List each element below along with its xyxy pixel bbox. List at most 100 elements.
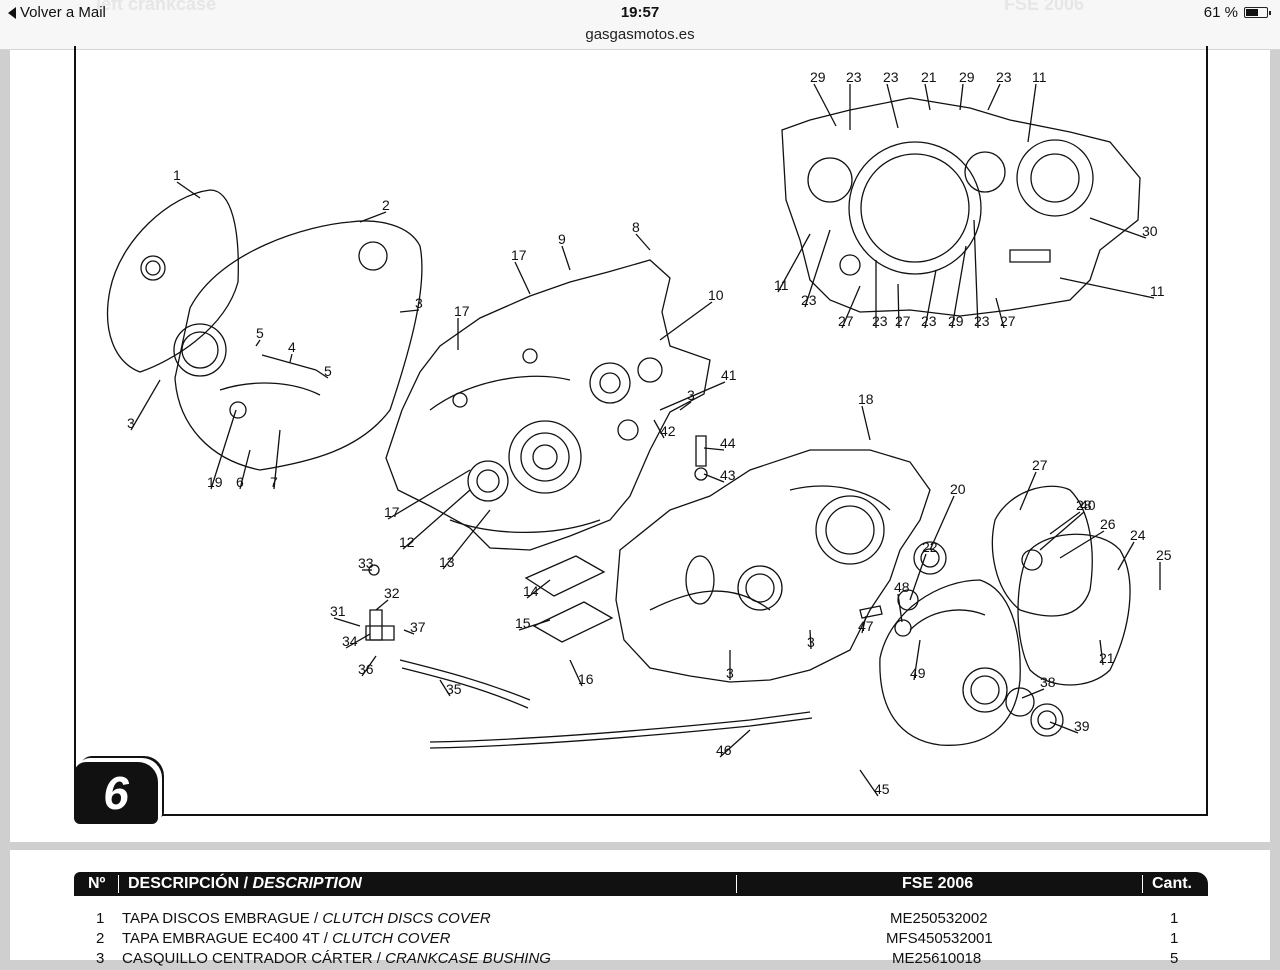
callout-27: 27 [838,313,854,329]
callout-leader-line [1027,83,1037,143]
row-qty: 1 [1170,910,1179,927]
callout-leader-line [1089,217,1147,239]
callout-29: 29 [959,69,975,85]
callout-leader-line [387,469,471,520]
callout-leader-line [987,83,1001,111]
callout-18: 18 [858,391,874,407]
callout-leader-line [924,83,931,111]
callout-17: 17 [511,247,527,263]
callout-3: 3 [726,665,734,681]
callout-leader-line [289,353,293,363]
table-row: 1 TAPA DISCOS EMBRAGUE / CLUTCH DISCS CO… [74,910,1208,930]
callout-leader-line [402,489,471,550]
callout-17: 17 [384,504,400,520]
callout-16: 16 [578,671,594,687]
row-desc-en: CLUTCH DISCS COVER [322,910,491,927]
callout-47: 47 [858,618,874,634]
callout-36: 36 [358,661,374,677]
callout-leader-line [315,369,329,379]
row-description: TAPA EMBRAGUE EC400 4T / CLUTCH COVER [122,930,450,947]
callout-33: 33 [358,555,374,571]
callout-3: 3 [127,415,135,431]
back-to-mail-button[interactable]: Volver a Mail [8,4,106,21]
callout-29: 29 [948,313,964,329]
callout-45: 45 [874,781,890,797]
parts-table-page: Nº DESCRIPCIÓN / DESCRIPTION FSE 2006 Ca… [10,850,1270,967]
left-crankcase [385,259,711,551]
callout-leader-line [777,233,811,293]
callout-leader-line [951,245,967,329]
callout-leader-line [897,283,900,329]
callout-24: 24 [1130,527,1146,543]
header-model: FSE 2006 [902,875,974,892]
callout-leader-line [399,309,420,313]
callout-2: 2 [382,197,390,213]
callout-11: 11 [1032,69,1047,85]
callout-25: 25 [1156,547,1172,563]
page-number-badge: 6 [74,762,158,824]
oil-seal-20 [913,541,947,575]
callout-leader-line [239,449,251,490]
callout-leader-line [703,473,725,483]
callout-3: 3 [415,295,423,311]
callout-30: 30 [1142,223,1158,239]
callout-23: 23 [996,69,1012,85]
callout-6: 6 [236,474,244,490]
address-bar-url[interactable]: gasgasmotos.es [585,26,695,43]
row-no: 3 [96,950,105,967]
seal-22 [897,589,919,611]
callout-3: 3 [807,634,815,650]
battery-icon [1244,7,1271,18]
callout-5: 5 [256,325,264,341]
callout-39: 39 [1074,718,1090,734]
table-row: 3 CASQUILLO CENTRADOR CÁRTER / CRANKCASE… [74,950,1208,970]
callout-10: 10 [708,287,724,303]
callout-40: 40 [1080,497,1096,513]
callout-leader-line [273,429,281,490]
ignition-cover [879,579,1021,746]
cable-46 [429,711,811,743]
hose-35 [399,659,531,701]
table-header: Nº DESCRIPCIÓN / DESCRIPTION FSE 2006 Ca… [74,872,1208,896]
breather-44 [695,435,707,467]
ghost-heading-right: FSE 2006 [1004,0,1085,14]
clutch-cover [174,220,423,471]
callout-32: 32 [384,585,400,601]
header-separator [118,875,119,893]
callout-21: 21 [1099,650,1115,666]
plug-39 [1030,703,1064,737]
callout-leader-line [403,629,415,635]
header-desc-en: DESCRIPTION [252,875,362,892]
callout-12: 12 [399,534,415,550]
battery-percent: 61 % [1203,4,1238,21]
callout-leader-line [210,409,237,490]
callout-20: 20 [950,481,966,497]
callout-leader-line [913,639,921,681]
callout-leader-line [859,769,879,797]
callout-leader-line [719,729,751,758]
callout-44: 44 [720,435,736,451]
callout-leader-line [804,229,831,308]
row-desc-es: CASQUILLO CENTRADOR CÁRTER / [122,950,386,967]
callout-leader-line [924,269,937,329]
callout-leader-line [909,553,927,601]
callout-38: 38 [1040,674,1056,690]
back-label: Volver a Mail [20,4,106,21]
callout-43: 43 [720,467,736,483]
bolt-47 [859,605,883,619]
callout-leader-line [861,615,867,634]
row-no: 2 [96,930,105,947]
callout-leader-line [1059,277,1155,299]
plate-15 [532,601,614,643]
diagram-frame [74,46,1208,816]
row-desc-es: TAPA DISCOS EMBRAGUE / [122,910,323,927]
callout-leader-line [1117,541,1135,571]
row-description: CASQUILLO CENTRADOR CÁRTER / CRANKCASE B… [122,950,551,967]
callout-35: 35 [446,681,462,697]
callout-leader-line [1049,721,1079,734]
callout-leader-line [255,339,261,347]
callout-leader-line [959,83,964,111]
row-qty: 1 [1170,930,1179,947]
callout-leader-line [995,297,1005,329]
